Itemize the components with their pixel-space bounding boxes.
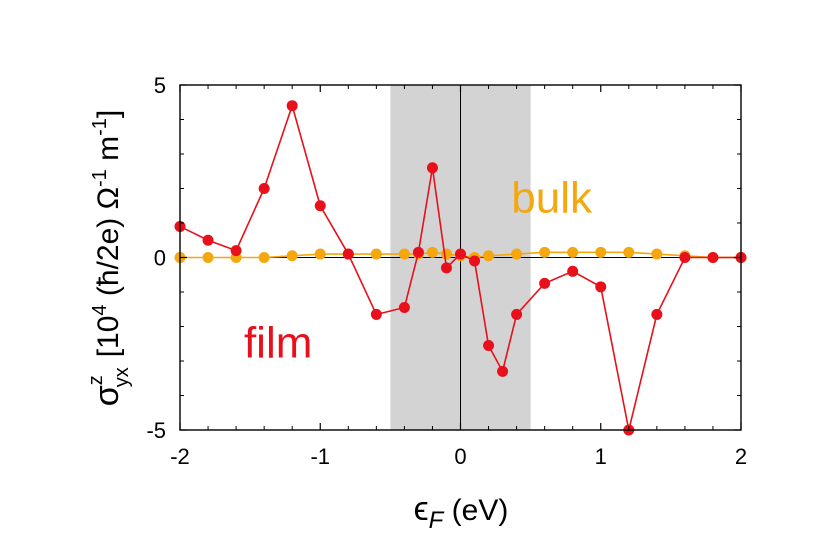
data-point-film — [595, 281, 607, 293]
x-axis-unit: (eV) — [443, 494, 508, 527]
y-axis-prefix-exp: 4 — [89, 304, 111, 315]
y-tick-label: 0 — [154, 246, 166, 271]
data-point-bulk — [595, 246, 607, 258]
y-axis-middle-exp: -1 — [89, 169, 111, 187]
y-tick-label: -5 — [146, 418, 166, 443]
data-point-film — [426, 162, 438, 174]
data-point-film — [202, 234, 214, 246]
data-point-film — [679, 252, 691, 263]
label-layer: film bulk — [244, 174, 593, 368]
y-axis-superscript: z — [85, 375, 107, 385]
data-point-bulk — [370, 248, 382, 260]
data-point-film — [412, 246, 424, 258]
data-point-film — [258, 183, 270, 194]
data-point-bulk — [651, 248, 663, 260]
data-point-bulk — [567, 246, 579, 258]
data-point-bulk — [202, 252, 214, 263]
y-axis-m: m — [92, 136, 125, 169]
x-axis-symbol: ϵ — [414, 490, 429, 528]
x-tick-label: -1 — [310, 444, 330, 469]
data-point-film — [707, 252, 719, 263]
data-point-film — [286, 100, 298, 112]
data-point-film — [314, 200, 326, 212]
data-point-film — [230, 245, 242, 257]
series-label-film: film — [244, 319, 312, 368]
data-point-film — [651, 308, 663, 320]
data-point-film — [455, 248, 466, 260]
y-axis-symbol: σ — [88, 385, 126, 406]
data-point-film — [539, 277, 551, 289]
y-tick-label: 5 — [154, 73, 166, 98]
data-point-bulk — [258, 252, 270, 263]
data-point-bulk — [426, 246, 438, 258]
data-point-film — [567, 265, 579, 277]
data-point-bulk — [286, 250, 298, 262]
series-label-bulk: bulk — [511, 174, 593, 223]
x-axis-subscript: F — [429, 507, 445, 534]
data-point-film — [342, 248, 354, 260]
x-tick-label: 0 — [454, 444, 466, 469]
x-tick-label: 1 — [595, 444, 607, 469]
x-axis-title: ϵF (eV) — [414, 490, 509, 534]
data-point-film — [398, 302, 410, 314]
data-point-film — [469, 255, 481, 267]
x-tick-label: -2 — [170, 444, 190, 469]
y-axis-prefix: [10 — [92, 316, 125, 358]
tick-layer: -2 -1 0 1 2 -5 0 5 — [146, 73, 747, 469]
data-point-bulk — [440, 248, 452, 260]
y-axis-suffix: ] — [92, 110, 125, 118]
y-axis-middle: (ħ/2e) Ω — [92, 187, 125, 304]
data-point-bulk — [623, 246, 635, 258]
data-point-bulk — [398, 248, 410, 260]
x-tick-label: 2 — [735, 444, 747, 469]
data-point-bulk — [314, 248, 326, 260]
data-point-film — [497, 365, 509, 377]
y-axis-subscript: yx — [111, 367, 133, 387]
data-point-bulk — [539, 246, 551, 258]
data-point-film — [483, 339, 495, 351]
data-point-film — [370, 308, 382, 320]
data-point-film — [440, 262, 452, 274]
y-axis-m-exp: -1 — [89, 118, 111, 136]
data-point-bulk — [483, 250, 495, 262]
data-point-bulk — [511, 248, 523, 260]
data-point-film — [511, 308, 523, 320]
